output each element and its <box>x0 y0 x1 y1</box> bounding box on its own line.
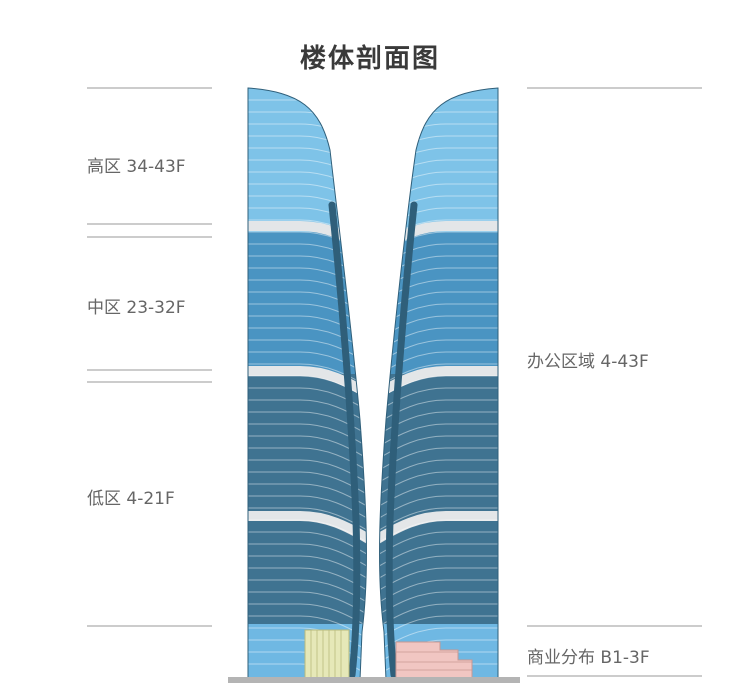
floor-line <box>379 267 498 299</box>
floor-line <box>248 267 367 299</box>
floor-line <box>379 339 498 371</box>
floor-line <box>379 543 498 575</box>
floor-line <box>379 411 498 443</box>
floor-line <box>379 315 498 347</box>
floor-line <box>379 351 498 383</box>
floor-line <box>379 171 498 203</box>
floor-line <box>379 363 498 395</box>
floor-line <box>248 471 367 503</box>
floor-line <box>379 183 498 215</box>
floor-line <box>379 399 498 431</box>
floor-line <box>379 495 498 527</box>
retail-block-right <box>395 641 473 679</box>
floor-line <box>379 555 498 587</box>
floor-line <box>379 375 498 407</box>
floor-line <box>379 579 498 611</box>
floor-line <box>379 591 498 623</box>
floor-line <box>379 291 498 323</box>
floor-line <box>248 615 367 647</box>
floor-line <box>379 471 498 503</box>
floor-line <box>248 291 367 323</box>
right-structural-column <box>385 201 418 679</box>
floor-line <box>379 567 498 599</box>
floor-line <box>379 531 498 563</box>
floor-line <box>379 615 498 647</box>
floor-line <box>248 387 367 419</box>
floor-line <box>248 423 367 455</box>
floor-line <box>248 459 367 491</box>
floor-line <box>248 603 367 635</box>
floor-line <box>379 279 498 311</box>
ground-line <box>228 677 520 683</box>
floor-line <box>248 279 367 311</box>
floor-line <box>248 303 367 335</box>
floor-line <box>379 255 498 287</box>
floor-line <box>248 243 367 275</box>
floor-line <box>248 171 367 203</box>
floor-line <box>248 555 367 587</box>
low-zone-label: 低区 4-21F <box>87 489 175 509</box>
floor-line <box>379 195 498 227</box>
floor-line <box>379 387 498 419</box>
floor-line <box>248 435 367 467</box>
floor-line <box>379 447 498 479</box>
floor-line <box>379 435 498 467</box>
floor-line <box>379 627 498 659</box>
floor-line <box>379 603 498 635</box>
floor-line <box>248 507 367 539</box>
retail-block-left <box>304 629 350 679</box>
floor-line <box>248 375 367 407</box>
floor-line <box>248 531 367 563</box>
zone-guide-lines <box>87 87 702 677</box>
floor-line <box>379 483 498 515</box>
floor-line <box>248 183 367 215</box>
floor-line <box>248 483 367 515</box>
floor-line <box>379 327 498 359</box>
floor-line <box>379 423 498 455</box>
floor-line <box>379 303 498 335</box>
zone-separator-band <box>379 511 498 551</box>
floor-line <box>379 459 498 491</box>
floor-line <box>248 411 367 443</box>
floor-line <box>248 495 367 527</box>
high-zone-label: 高区 34-43F <box>87 157 186 177</box>
floor-line <box>248 255 367 287</box>
floor-line <box>248 447 367 479</box>
floor-line <box>248 579 367 611</box>
office-zone-label: 办公区域 4-43F <box>527 352 649 372</box>
floor-line <box>379 519 498 551</box>
floor-line <box>248 399 367 431</box>
floor-line <box>248 591 367 623</box>
floor-line <box>248 195 367 227</box>
floor-line <box>248 567 367 599</box>
floor-line <box>248 519 367 551</box>
floor-line <box>248 363 367 395</box>
floor-line <box>248 543 367 575</box>
zone-separator-band <box>248 366 367 406</box>
floor-line <box>379 507 498 539</box>
diagram-title: 楼体剖面图 <box>299 44 440 74</box>
zone-separator-band <box>379 366 498 406</box>
mid-zone-label: 中区 23-32F <box>87 298 186 318</box>
floor-line <box>248 339 367 371</box>
retail-zone-label: 商业分布 B1-3F <box>527 648 650 668</box>
floor-line <box>248 315 367 347</box>
zone-separator-band <box>248 511 367 551</box>
floor-line <box>379 243 498 275</box>
left-structural-column <box>328 201 361 679</box>
floor-line <box>248 351 367 383</box>
floor-line <box>248 327 367 359</box>
